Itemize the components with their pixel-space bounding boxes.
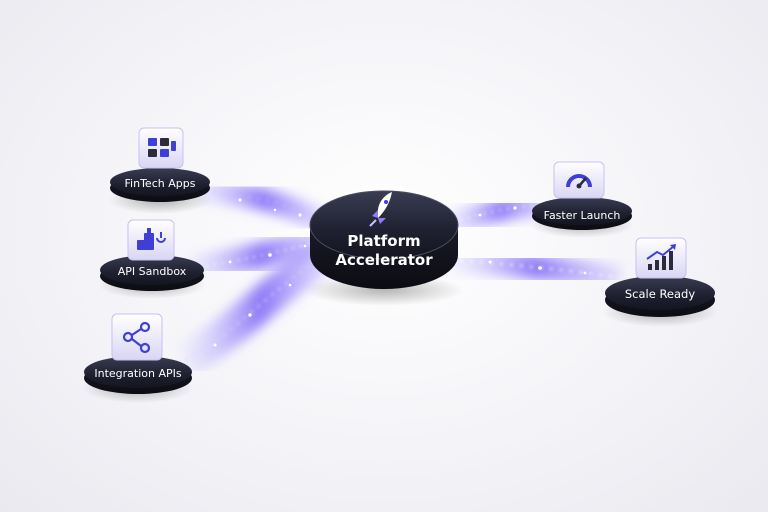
sandbox-icon <box>137 228 166 250</box>
node-faster-launch: Faster Launch <box>530 161 634 238</box>
scale-ready-label: Scale Ready <box>625 287 695 301</box>
node-integration-apis: Integration APIs <box>82 313 194 403</box>
stream-scale-ready <box>449 248 622 290</box>
hub-platform-accelerator: Platform Accelerator <box>304 190 464 306</box>
growth-chart-icon <box>646 244 676 270</box>
node-fintech-apps: FinTech Apps <box>108 127 212 214</box>
rocket-icon <box>369 192 392 227</box>
integration-label: Integration APIs <box>94 367 182 380</box>
node-api-sandbox: API Sandbox <box>98 219 206 299</box>
speedometer-icon <box>566 174 592 189</box>
node-scale-ready: Scale Ready <box>602 237 718 327</box>
app-grid-icon <box>148 138 176 157</box>
network-icon <box>122 321 151 354</box>
stream-fintech <box>194 179 335 235</box>
faster-launch-tile <box>553 161 605 199</box>
faster-launch-label: Faster Launch <box>544 209 621 222</box>
fintech-label: FinTech Apps <box>125 177 196 190</box>
hub-title-line1: Platform <box>347 232 420 250</box>
fintech-tile <box>138 127 184 169</box>
hub-title-line2: Accelerator <box>335 251 433 269</box>
integration-tile <box>111 313 163 361</box>
scale-ready-tile <box>635 237 687 279</box>
sandbox-label: API Sandbox <box>118 265 187 278</box>
glow-particles <box>213 198 587 347</box>
